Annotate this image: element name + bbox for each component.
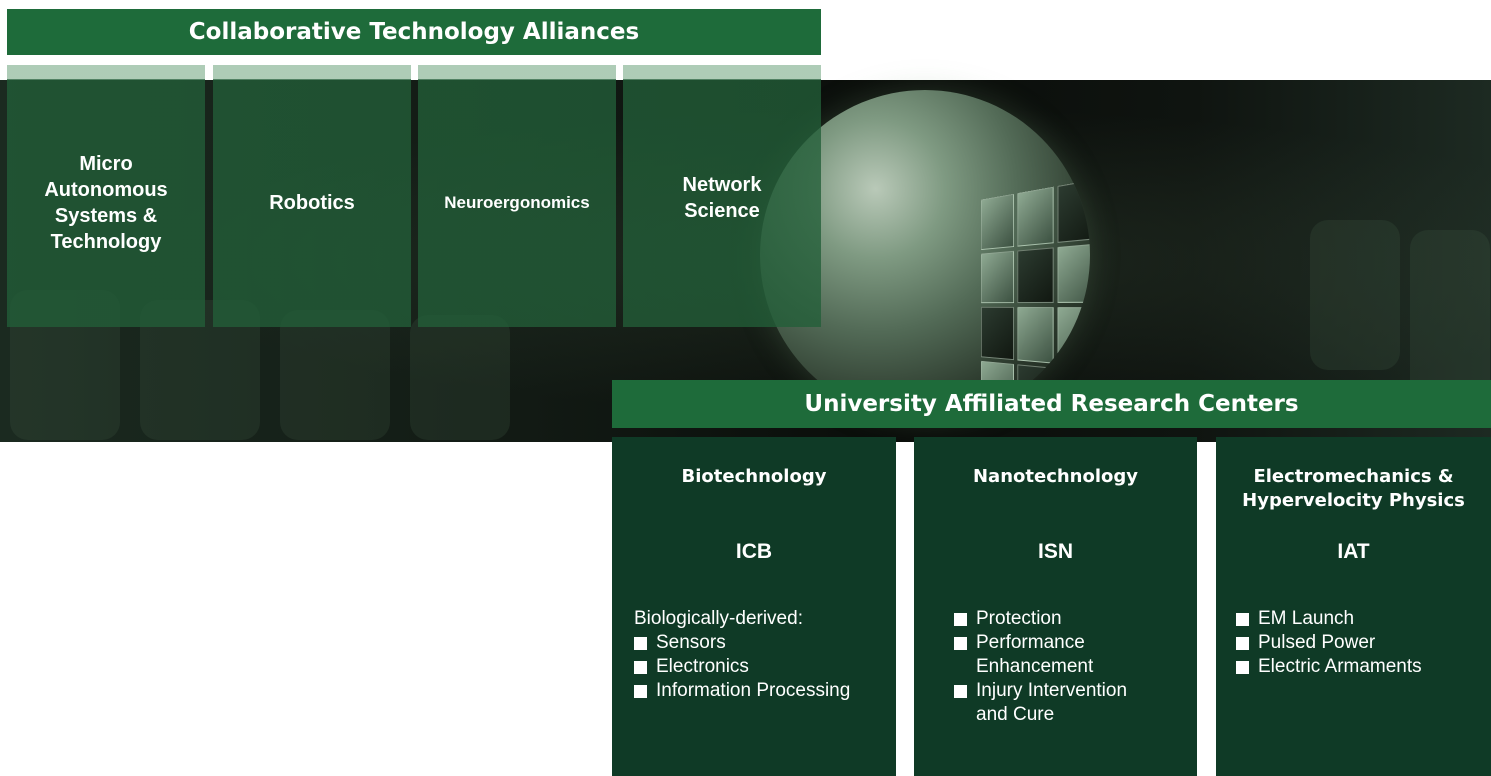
cta-tile-label: Network Science: [682, 174, 762, 222]
background-tile: [280, 310, 390, 440]
uarc-center-iat: Electromechanics & Hypervelocity Physics…: [1216, 437, 1491, 776]
center-body: EM Launch Pulsed Power Electric Armament…: [1236, 607, 1483, 679]
cta-tile-label: Neuroergonomics: [444, 192, 590, 212]
cta-tile-neuroergonomics: Neuroergonomics: [418, 65, 616, 327]
center-topic-list: Sensors Electronics Information Processi…: [634, 631, 888, 703]
center-acronym: IAT: [1337, 540, 1370, 563]
list-item: Performance Enhancement: [954, 631, 1189, 679]
list-item: Sensors: [634, 631, 888, 655]
screen-tile: [1057, 242, 1090, 303]
screen-tile: [1057, 178, 1090, 243]
list-item: Information Processing: [634, 679, 888, 703]
list-item: Electronics: [634, 655, 888, 679]
center-body: Protection Performance Enhancement Injur…: [954, 607, 1189, 727]
screen-tile: [1017, 306, 1054, 364]
center-topic-list: EM Launch Pulsed Power Electric Armament…: [1236, 607, 1483, 679]
center-intro: Biologically-derived:: [634, 608, 803, 629]
center-field: Biotechnology: [681, 466, 827, 487]
center-field: Nanotechnology: [972, 466, 1139, 487]
list-item: Injury Intervention and Cure: [954, 679, 1189, 727]
list-item: Pulsed Power: [1236, 631, 1483, 655]
cta-tile-robotics: Robotics: [213, 65, 411, 327]
screen-tile: [1017, 186, 1054, 247]
background-tile: [1310, 220, 1400, 370]
center-topic-list: Protection Performance Enhancement Injur…: [954, 607, 1189, 727]
cta-tile-label: Micro Autonomous Systems & Technology: [44, 153, 168, 253]
list-item: Protection: [954, 607, 1189, 631]
background-tile: [410, 315, 510, 440]
list-item: EM Launch: [1236, 607, 1483, 631]
uarc-center-icb: Biotechnology ICB Biologically-derived: …: [612, 437, 896, 776]
screen-tile: [981, 306, 1014, 360]
cta-tile-micro-autonomous-systems: Micro Autonomous Systems & Technology: [7, 65, 205, 327]
cta-header: Collaborative Technology Alliances: [7, 9, 821, 55]
uarc-center-isn: Nanotechnology ISN Protection Performanc…: [914, 437, 1197, 776]
list-item: Electric Armaments: [1236, 655, 1483, 679]
cta-tile-label: Robotics: [269, 192, 355, 214]
screen-tile: [981, 193, 1014, 250]
background-tile: [1410, 230, 1490, 400]
center-acronym: ICB: [735, 540, 773, 563]
cta-tile-network-science: Network Science: [623, 65, 821, 327]
screen-tile: [981, 250, 1014, 304]
center-body: Biologically-derived: Sensors Electronic…: [634, 607, 888, 703]
center-field: Electromechanics & Hypervelocity Physics: [1242, 466, 1465, 512]
screen-tile: [1017, 246, 1054, 304]
uarc-header: University Affiliated Research Centers: [612, 380, 1491, 428]
center-acronym: ISN: [1037, 540, 1073, 563]
screen-tile: [1057, 307, 1090, 368]
